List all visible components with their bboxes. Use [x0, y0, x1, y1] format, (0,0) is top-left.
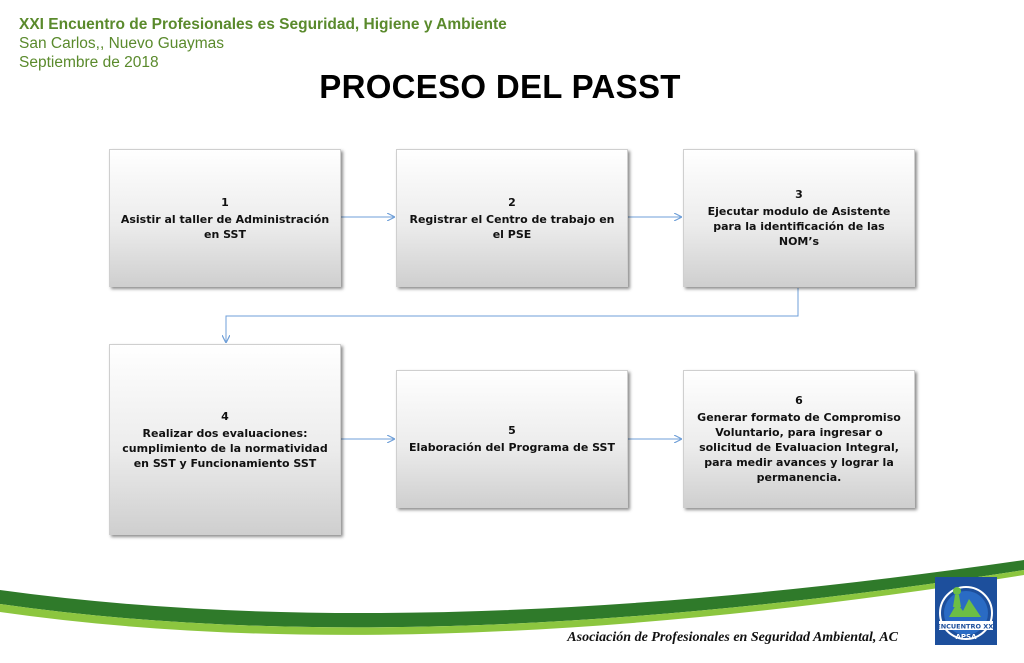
- step-number: 1: [221, 195, 229, 209]
- step-number: 6: [795, 394, 803, 407]
- encuentro-xxi-logo: ENCUENTRO XXI APSA: [935, 577, 997, 645]
- arrow-3-to-4: [226, 288, 799, 342]
- logo-bottom-text: APSA: [955, 633, 977, 641]
- logo-top-text: ENCUENTRO XXI: [936, 623, 995, 631]
- step-text: Asistir al taller de Administración en S…: [120, 212, 330, 241]
- step-2-box: 2 Registrar el Centro de trabajo en el P…: [396, 149, 628, 287]
- step-5-box: 5 Elaboración del Programa de SST: [396, 370, 628, 508]
- footer-organization: Asociación de Profesionales en Seguridad…: [567, 630, 898, 645]
- step-text: Realizar dos evaluaciones: cumplimiento …: [122, 426, 328, 470]
- slide-title: PROCESO DEL PASST: [319, 68, 681, 105]
- step-number: 4: [221, 409, 229, 423]
- step-4-box: 4 Realizar dos evaluaciones: cumplimient…: [109, 344, 341, 535]
- step-text: Registrar el Centro de trabajo en el PSE: [409, 212, 615, 241]
- step-number: 2: [508, 195, 516, 209]
- event-date: Septiembre de 2018: [19, 54, 159, 71]
- step-1-box: 1 Asistir al taller de Administración en…: [109, 149, 341, 287]
- step-text: Generar formato de Compromiso Voluntario…: [697, 411, 901, 484]
- event-title: XXI Encuentro de Profesionales es Seguri…: [19, 16, 507, 33]
- step-text: Elaboración del Programa de SST: [409, 441, 615, 454]
- step-number: 5: [508, 424, 516, 437]
- event-location: San Carlos,, Nuevo Guaymas: [19, 35, 225, 52]
- step-number: 3: [795, 188, 803, 201]
- step-text: Ejecutar modulo de Asistente para la ide…: [707, 205, 891, 248]
- step-6-box: 6 Generar formato de Compromiso Voluntar…: [683, 370, 915, 508]
- step-3-box: 3 Ejecutar modulo de Asistente para la i…: [683, 149, 915, 287]
